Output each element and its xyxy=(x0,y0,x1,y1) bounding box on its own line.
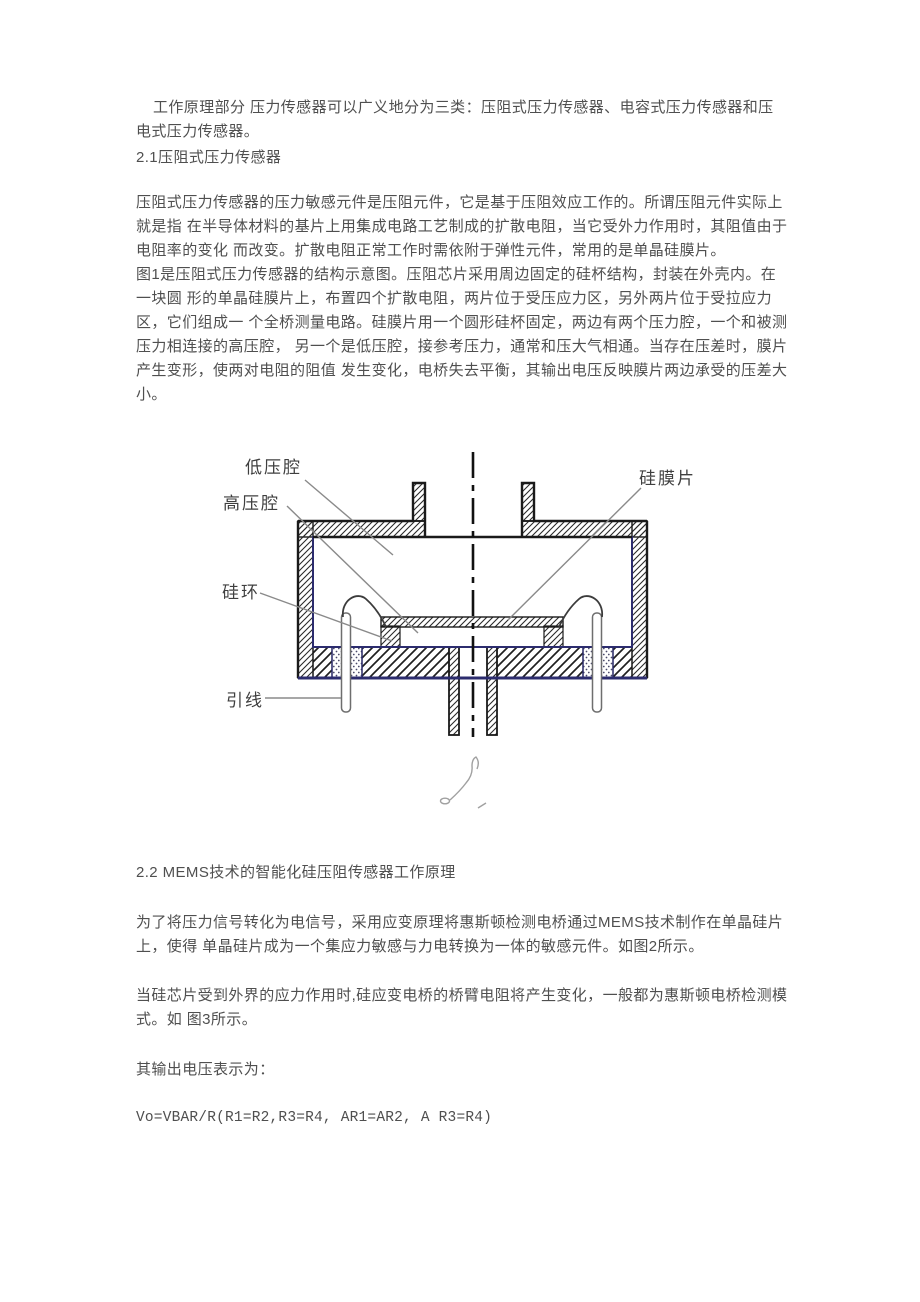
section-2-1-heading: 2.1压阻式压力传感器 xyxy=(136,149,282,166)
housing-side-wall-left xyxy=(297,520,314,679)
label-lead-wire: 引线 xyxy=(226,691,264,710)
base-plate-segment xyxy=(496,646,584,679)
inlet-tube-wall-left xyxy=(448,646,460,736)
leader-silicon-ring xyxy=(259,592,393,642)
intro-paragraph: 工作原理部分 压力传感器可以广义地分为三类：压阻式压力传感器、电容式压力传感器和… xyxy=(136,99,774,140)
silicon-ring-shape-left xyxy=(380,625,401,648)
bond-wire-left xyxy=(342,595,387,628)
sensor-cross-section-svg: 低压腔 高压腔 硅环 引线 硅膜片 xyxy=(222,452,696,809)
housing-outline xyxy=(296,481,649,678)
inlet-tube-wall-right xyxy=(486,646,498,736)
label-high-pressure-chamber: 高压腔 xyxy=(223,494,280,513)
output-voltage-formula: Vo=VBAR/R(R1=R2,R3=R4, AR1=AR2, A R3=R4) xyxy=(136,1110,493,1126)
scan-squiggle-mark xyxy=(439,756,487,809)
label-silicon-ring: 硅环 xyxy=(222,583,260,602)
lead-pin-right xyxy=(591,612,603,713)
label-low-pressure-chamber: 低压腔 xyxy=(245,458,302,477)
section-2-2-heading: 2.2 MEMS技术的智能化硅压阻传感器工作原理 xyxy=(136,864,456,881)
leader-silicon-membrane xyxy=(507,487,642,621)
leader-low-pressure xyxy=(304,479,394,556)
bond-wire-right xyxy=(558,595,603,628)
figure-1-pressure-sensor-diagram: 低压腔 高压腔 硅环 引线 硅膜片 xyxy=(220,440,710,820)
leader-high-pressure xyxy=(286,505,419,634)
housing-top-wall-right xyxy=(521,520,648,538)
section-2-1-paragraph-1: 压阻式压力传感器的压力敏感元件是压阻元件，它是基于压阻效应工作的。所谓压阻元件实… xyxy=(136,194,788,259)
label-silicon-membrane: 硅膜片 xyxy=(639,469,696,488)
section-2-1-body: 压阻式压力传感器的压力敏感元件是压阻元件，它是基于压阻效应工作的。所谓压阻元件实… xyxy=(136,191,788,407)
housing-side-wall-right xyxy=(631,520,648,679)
base-plate-segment xyxy=(612,646,633,679)
base-plate-segment xyxy=(361,646,450,679)
low-pressure-port-wall-left xyxy=(412,482,426,522)
silicon-ring-shape-right xyxy=(543,625,564,648)
lead-pin-left xyxy=(340,612,352,713)
output-voltage-intro: 其输出电压表示为： xyxy=(136,1061,275,1078)
low-pressure-port-wall-right xyxy=(521,482,535,522)
section-2-2-paragraph-1: 为了将压力信号转化为电信号，采用应变原理将惠斯顿检测电桥通过MEMS技术制作在单… xyxy=(136,914,784,955)
base-plate-segment xyxy=(312,646,333,679)
section-2-2-paragraph-2: 当硅芯片受到外界的应力作用时,硅应变电桥的桥臂电阻将产生变化，一般都为惠斯顿电桥… xyxy=(136,987,788,1028)
section-2-1-paragraph-2: 图1是压阻式压力传感器的结构示意图。压阻芯片采用周边固定的硅杯结构，封装在外壳内… xyxy=(136,266,788,403)
